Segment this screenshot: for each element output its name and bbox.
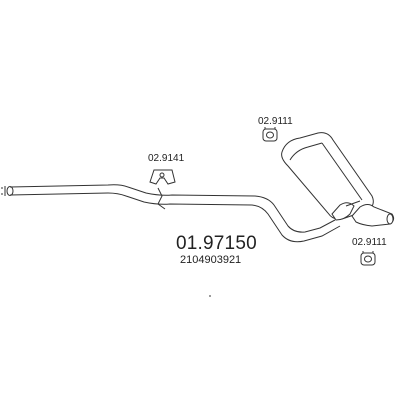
tailpipes — [331, 200, 395, 227]
rear-silencer — [281, 132, 374, 220]
pipe-clamp — [157, 187, 166, 210]
stray-dot — [209, 295, 211, 297]
rubber-hanger-icon — [149, 169, 176, 185]
rubber-mount-icon — [262, 127, 278, 142]
rubber-mount-icon — [360, 251, 376, 266]
callout-label-clamp: 02.9141 — [148, 153, 185, 164]
oem-number: 2104903921 — [180, 254, 241, 266]
exhaust-pipe — [9, 184, 341, 243]
callout-label-hanger-top: 02.9111 — [258, 116, 293, 127]
main-part-number: 01.97150 — [176, 233, 257, 254]
front-pipe-end — [1, 186, 14, 196]
callout-label-hanger-bottom: 02.9111 — [352, 237, 387, 248]
